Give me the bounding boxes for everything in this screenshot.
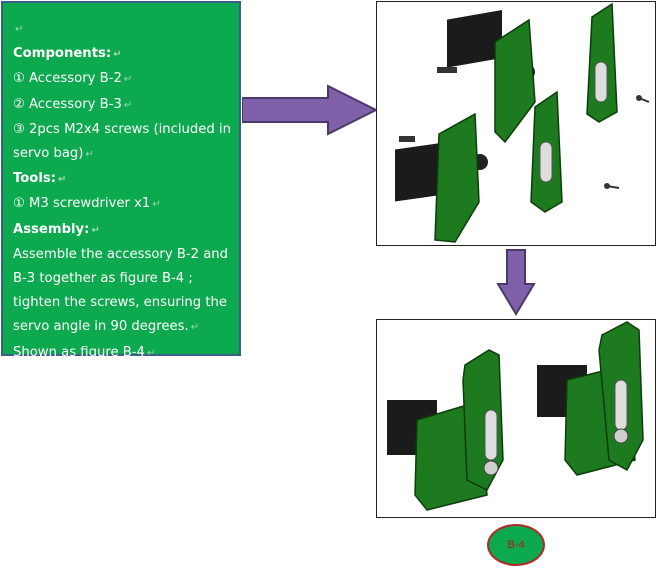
tool-item: ① M3 screwdriver x1↵ — [13, 196, 161, 212]
screw — [636, 95, 650, 103]
component-item: ② Accessory B-3↵ — [13, 96, 133, 112]
assembly-right — [537, 321, 644, 476]
component-item: ③ 2pcs M2x4 screws (included in — [13, 121, 231, 137]
tools-heading: Tools:↵ — [13, 171, 67, 187]
bracket-lower — [434, 112, 480, 243]
component-item-continued: servo bag)↵ — [13, 146, 94, 162]
figure-label: B-4 — [507, 539, 525, 551]
down-arrow-icon — [496, 249, 536, 316]
instruction-box: ↵ Components:↵ ① Accessory B-2↵ ② Access… — [1, 1, 241, 360]
assembly-text: Assemble the accessory B-2 and — [13, 246, 229, 262]
assembly-text: tighten the screws, ensuring the — [13, 295, 227, 311]
assembly-heading: Assembly:↵ — [13, 221, 100, 237]
assembly-text: Shown as figure B-4↵ — [13, 344, 156, 360]
paragraph-mark: ↵ — [15, 24, 24, 35]
assembly-text: B-3 together as figure B-4 ; — [13, 271, 193, 287]
exploded-parts-figure — [376, 1, 656, 246]
assembly-left — [387, 349, 504, 511]
right-arrow-icon — [242, 84, 378, 136]
assembled-illustration — [387, 321, 644, 511]
exploded-parts-illustration — [395, 2, 650, 243]
component-item: ① Accessory B-2↵ — [13, 71, 133, 87]
bracket-upper — [494, 18, 536, 144]
components-heading: Components:↵ — [13, 46, 122, 62]
figure-label-badge: B-4 — [487, 524, 545, 566]
assembly-text: servo angle in 90 degrees.↵ — [13, 319, 200, 335]
screw — [604, 183, 620, 189]
assembled-figure — [376, 319, 656, 518]
